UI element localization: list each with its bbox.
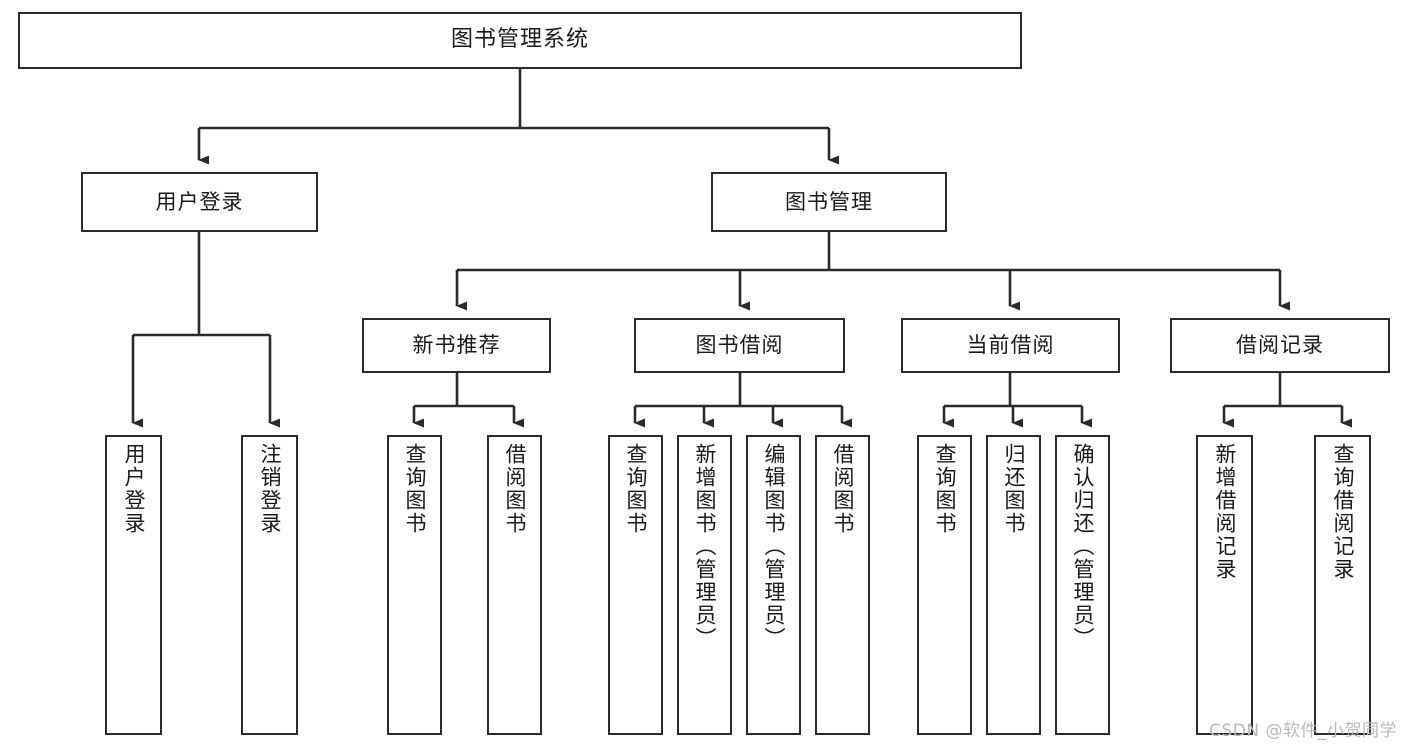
node-leaf-user-logout[interactable]: 注销登录 — [241, 435, 298, 735]
node-leaf-confirm-return[interactable]: 确认归还（管理员） — [1055, 435, 1110, 735]
node-leaf-query-book-rec-label: 查询图书 — [403, 443, 427, 535]
node-leaf-return-book[interactable]: 归还图书 — [986, 435, 1041, 735]
node-leaf-return-book-label: 归还图书 — [1002, 443, 1026, 535]
node-leaf-borrow-book-rec[interactable]: 借阅图书 — [487, 435, 542, 735]
node-leaf-borrow-book-bb[interactable]: 借阅图书 — [815, 435, 870, 735]
node-current-borrow[interactable]: 当前借阅 — [901, 318, 1120, 373]
node-leaf-edit-book-label: 编辑图书（管理员） — [762, 443, 786, 650]
node-leaf-query-book-cb[interactable]: 查询图书 — [917, 435, 972, 735]
node-leaf-confirm-return-label: 确认归还（管理员） — [1071, 443, 1095, 650]
node-book-manage-label: 图书管理 — [785, 189, 873, 214]
node-leaf-user-logout-label: 注销登录 — [258, 443, 282, 535]
node-borrow-record[interactable]: 借阅记录 — [1170, 318, 1390, 373]
node-root-label: 图书管理系统 — [450, 27, 589, 53]
node-new-book-rec-label: 新书推荐 — [412, 333, 501, 358]
node-new-book-rec[interactable]: 新书推荐 — [362, 318, 551, 373]
node-borrow-record-label: 借阅记录 — [1236, 333, 1324, 358]
node-leaf-edit-book[interactable]: 编辑图书（管理员） — [746, 435, 801, 735]
node-leaf-borrow-book-rec-label: 借阅图书 — [503, 443, 527, 535]
node-book-borrow-label: 图书借阅 — [695, 333, 784, 358]
node-leaf-query-record[interactable]: 查询借阅记录 — [1314, 435, 1371, 735]
node-leaf-query-record-label: 查询借阅记录 — [1331, 443, 1355, 581]
watermark: CSDN @软件_小贺同学 — [1209, 721, 1397, 741]
node-user-login[interactable]: 用户登录 — [81, 172, 318, 232]
node-leaf-borrow-book-bb-label: 借阅图书 — [831, 443, 855, 535]
node-book-manage[interactable]: 图书管理 — [711, 172, 947, 232]
node-current-borrow-label: 当前借阅 — [966, 333, 1055, 358]
node-book-borrow[interactable]: 图书借阅 — [634, 318, 845, 373]
node-leaf-add-book[interactable]: 新增图书（管理员） — [677, 435, 732, 735]
node-user-login-label: 用户登录 — [155, 189, 244, 214]
node-leaf-add-record[interactable]: 新增借阅记录 — [1196, 435, 1253, 735]
node-leaf-add-record-label: 新增借阅记录 — [1213, 443, 1237, 581]
node-root[interactable]: 图书管理系统 — [18, 12, 1022, 69]
node-leaf-query-book-bb[interactable]: 查询图书 — [608, 435, 663, 735]
node-leaf-user-login-label: 用户登录 — [122, 443, 146, 535]
node-leaf-query-book-cb-label: 查询图书 — [933, 443, 957, 535]
node-leaf-query-book-bb-label: 查询图书 — [624, 443, 648, 535]
node-leaf-user-login[interactable]: 用户登录 — [105, 435, 162, 735]
node-leaf-query-book-rec[interactable]: 查询图书 — [387, 435, 442, 735]
node-leaf-add-book-label: 新增图书（管理员） — [693, 443, 717, 650]
